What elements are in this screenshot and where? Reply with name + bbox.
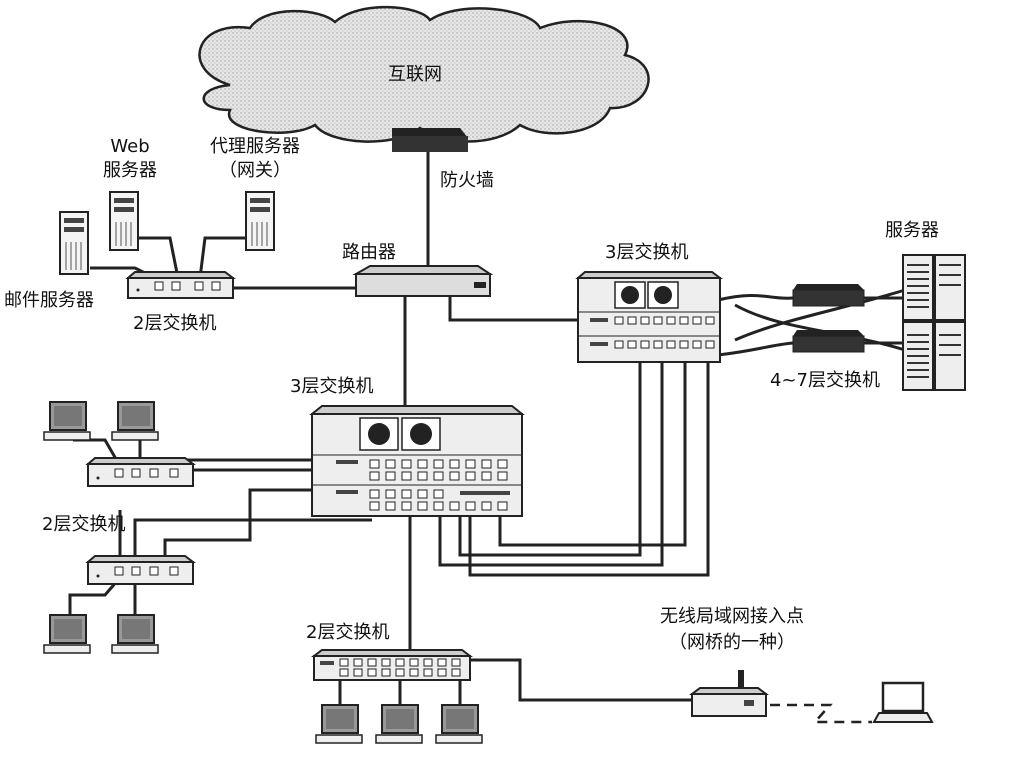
l3-switch-right-icon xyxy=(575,271,723,363)
web-server-icon xyxy=(109,191,139,251)
pc-icon xyxy=(435,704,483,744)
l2-switch-left-label: 2层交换机 xyxy=(42,514,126,535)
servers-label: 服务器 xyxy=(885,220,939,241)
proxy-server-label-line1: 代理服务器 xyxy=(210,136,300,157)
server-rack-icon xyxy=(902,254,966,391)
l3-switch-right-label: 3层交换机 xyxy=(605,242,689,263)
l2-switch-left-top-icon xyxy=(85,457,196,487)
l3-switch-center-icon xyxy=(309,405,525,517)
web-server-label-line2: 服务器 xyxy=(103,160,157,181)
l2-switch-bottom-icon xyxy=(311,649,473,681)
firewall-icon xyxy=(392,128,468,152)
l2-switch-bottom-label: 2层交换机 xyxy=(306,622,390,643)
firewall-label: 防火墙 xyxy=(440,170,494,191)
cables xyxy=(68,152,906,705)
pc-icon xyxy=(315,704,363,744)
pc-icon xyxy=(43,401,91,441)
router-label: 路由器 xyxy=(342,242,396,263)
router-icon xyxy=(352,265,494,297)
pc-icon xyxy=(43,614,91,654)
mail-server-label: 邮件服务器 xyxy=(4,290,94,311)
l4-7-switch-label: 4~7层交换机 xyxy=(770,370,880,391)
pc-icon xyxy=(111,401,159,441)
internet-label: 互联网 xyxy=(388,64,442,85)
l3-switch-center-label: 3层交换机 xyxy=(290,376,374,397)
laptop-icon xyxy=(872,681,934,723)
mail-server-icon xyxy=(59,211,89,275)
wlan-ap-label-line1: 无线局域网接入点 xyxy=(660,606,804,627)
web-server-label-line1: Web xyxy=(110,136,150,157)
l2-switch-left-bottom-icon xyxy=(85,555,196,585)
l2-switch-top-label: 2层交换机 xyxy=(133,313,217,334)
proxy-server-icon xyxy=(245,191,275,251)
pc-icon xyxy=(375,704,423,744)
pc-icon xyxy=(111,614,159,654)
wlan-ap-label-line2: （网桥的一种） xyxy=(669,632,795,653)
proxy-server-label-line2: （网关） xyxy=(219,160,291,181)
wlan-access-point-icon xyxy=(689,670,769,717)
l2-switch-top-icon xyxy=(125,271,236,299)
internet-cloud-icon xyxy=(198,5,650,143)
wireless-link xyxy=(770,703,872,724)
l4-7-switch-icon xyxy=(792,284,865,353)
